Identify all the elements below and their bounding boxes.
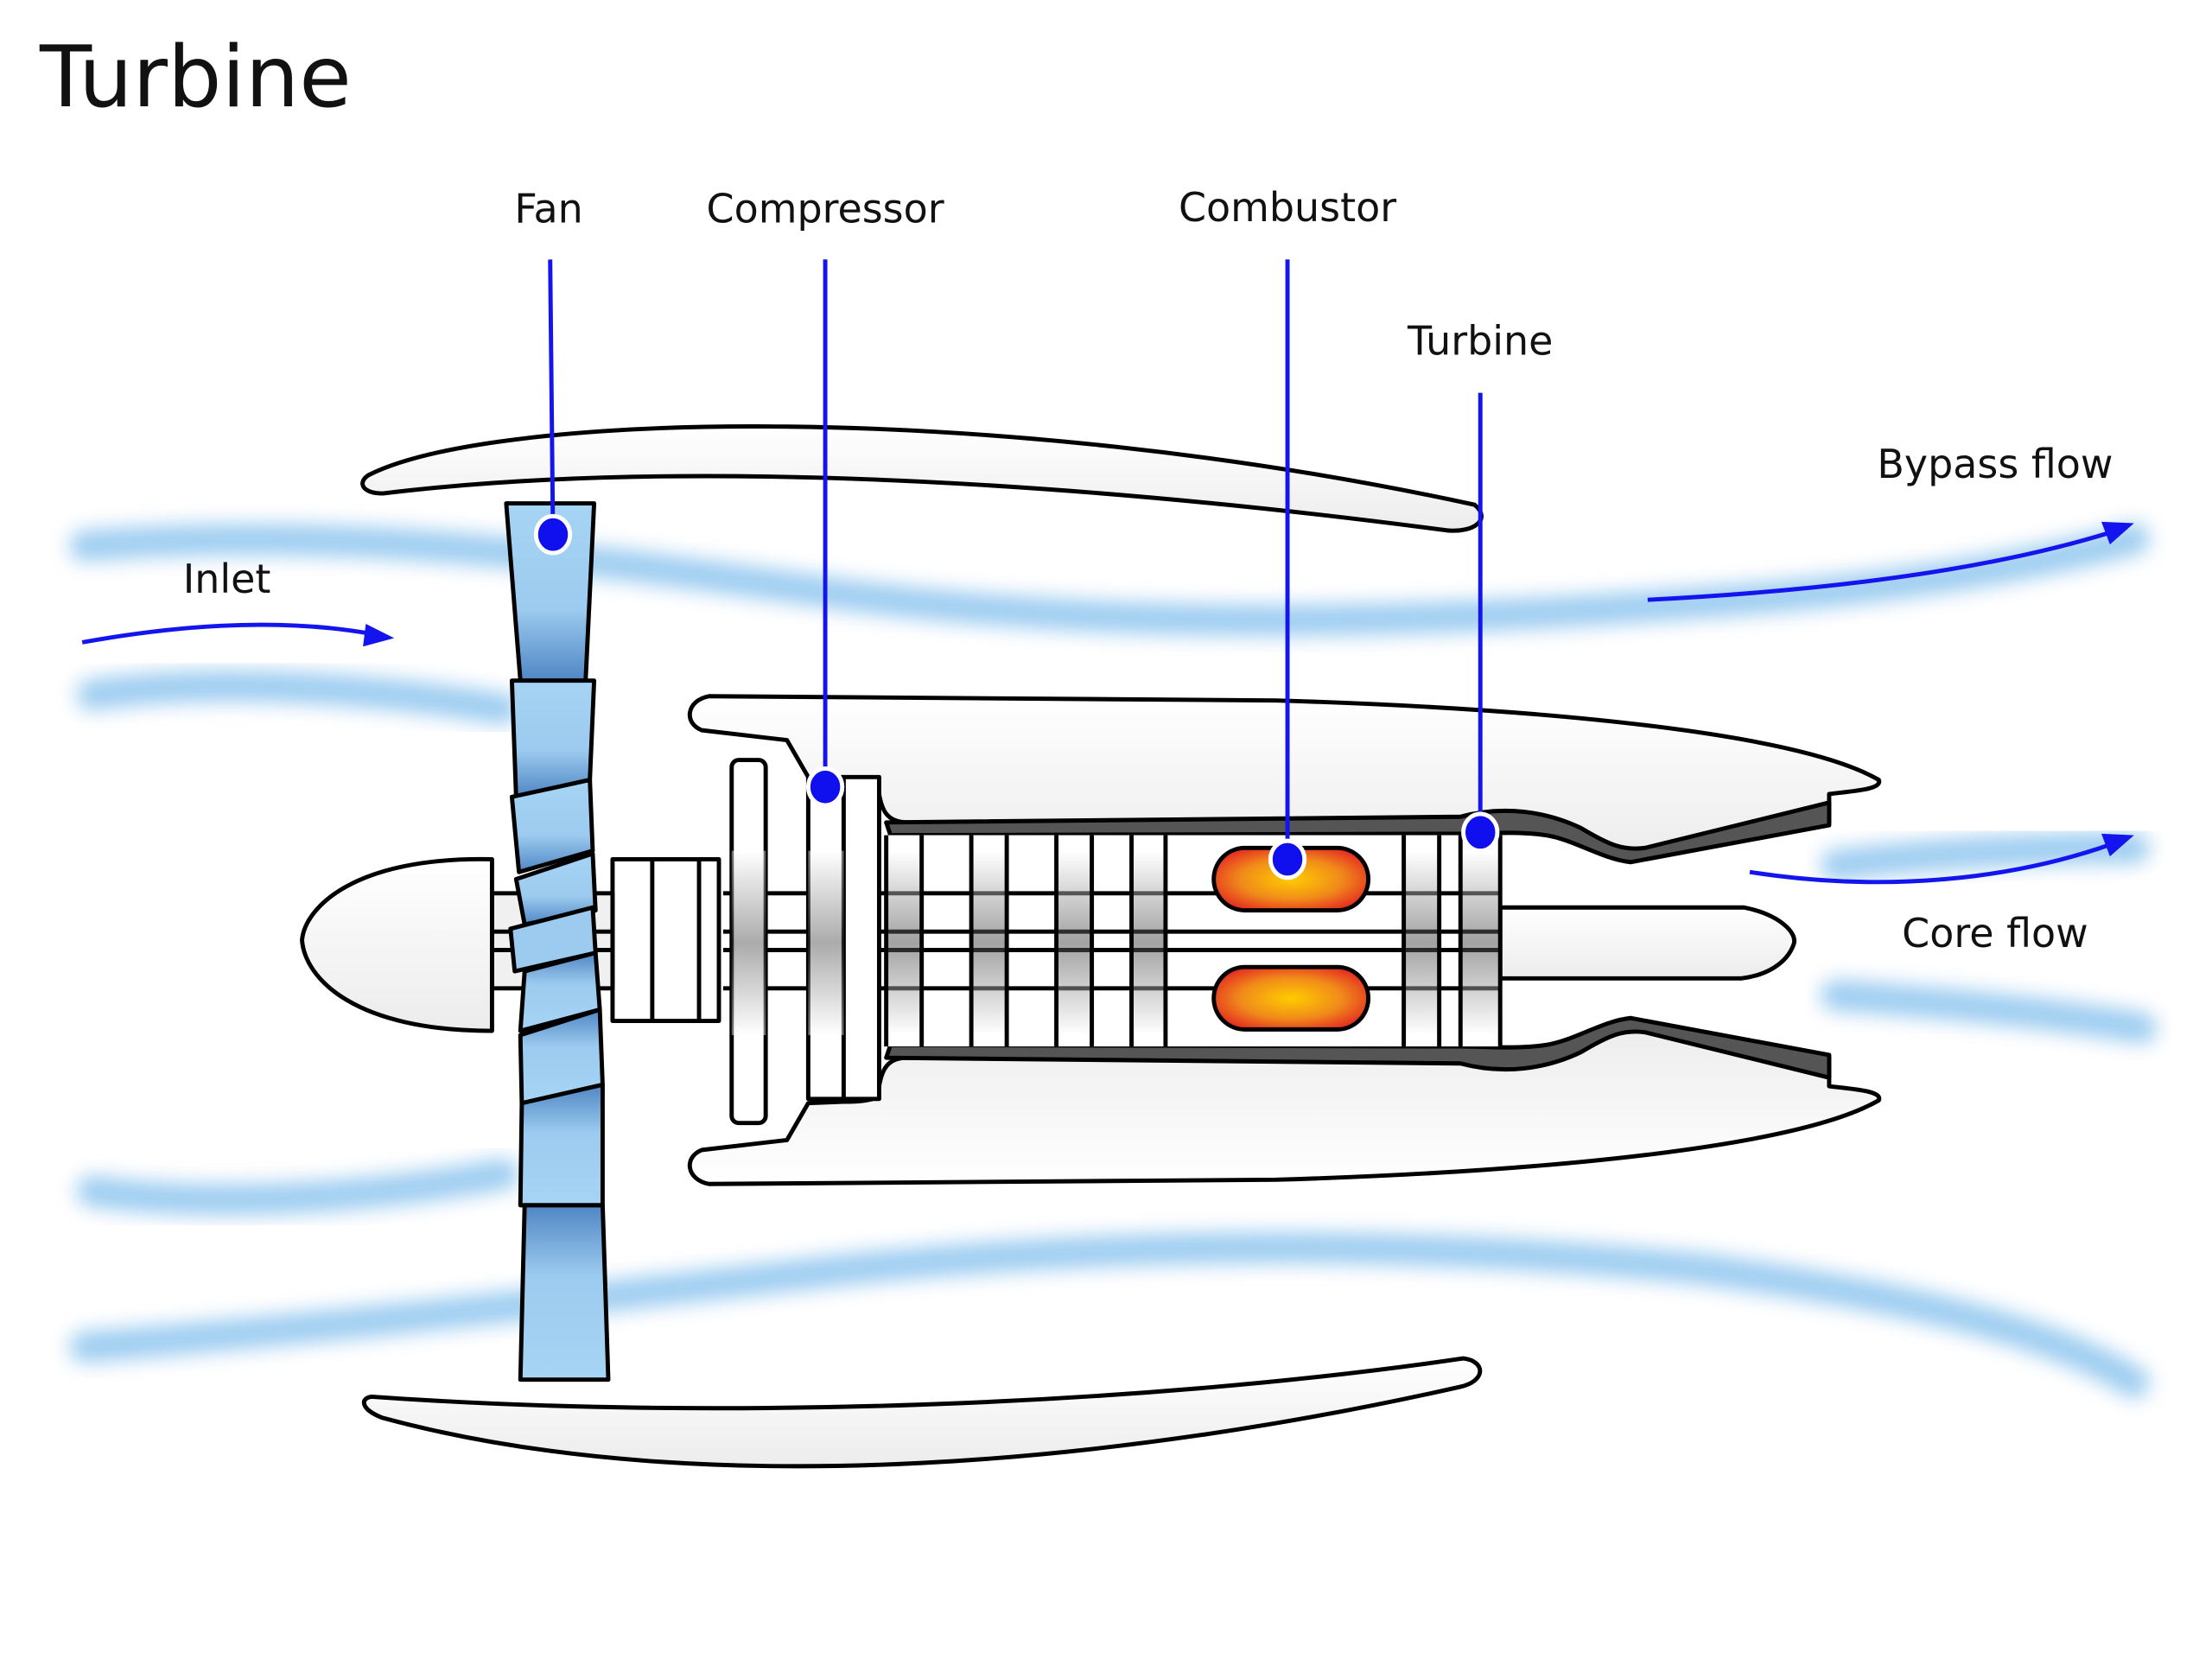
label-turbine: Turbine [1407, 317, 1553, 364]
label-fan: Fan [514, 186, 582, 232]
inlet-arrow [81, 622, 395, 647]
combustion-liner [884, 800, 1832, 865]
compressor-marker [805, 766, 845, 808]
combustor-marker [1268, 838, 1307, 880]
nacelle-top [360, 424, 1484, 533]
tail-cone [1497, 905, 1797, 981]
core-flow-arrow [1749, 833, 2134, 885]
compressor-stages [886, 850, 1501, 1035]
fan-blades [504, 501, 611, 1382]
nacelle-bottom [361, 1356, 1483, 1469]
bypass-flow-arrow [1647, 521, 2134, 602]
turbine-marker [1461, 811, 1500, 854]
fan-hub [610, 857, 721, 1023]
label-bypass-flow: Bypass flow [1877, 441, 2113, 487]
label-compressor: Compressor [707, 186, 944, 232]
leader-lines [533, 259, 1500, 880]
label-combustor: Combustor [1179, 184, 1396, 231]
airflow-streaks [69, 523, 2157, 1399]
core-cowl [690, 694, 1878, 1185]
spinner [300, 856, 494, 1033]
combustor-chamber-bottom [1211, 964, 1371, 1032]
compressor-disk [841, 774, 881, 1102]
fan-marker [533, 513, 573, 556]
page-title: Turbine [39, 29, 352, 127]
label-core-flow: Core flow [1902, 910, 2088, 957]
core-section [722, 835, 1503, 1047]
label-inlet: Inlet [183, 556, 271, 602]
